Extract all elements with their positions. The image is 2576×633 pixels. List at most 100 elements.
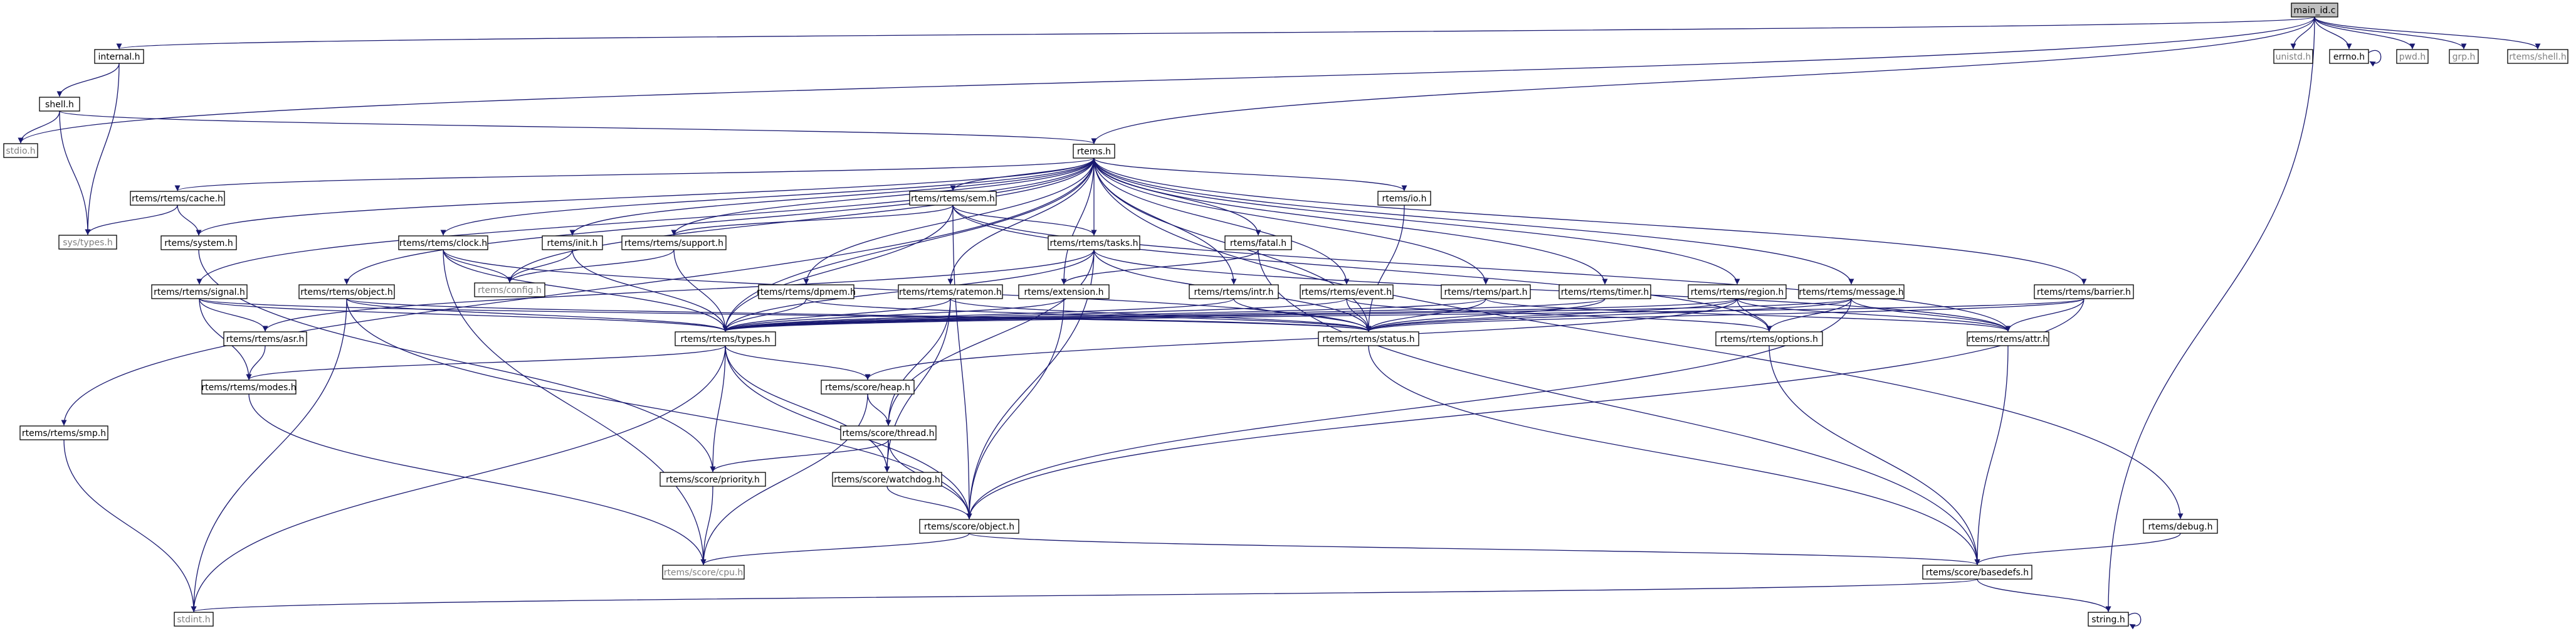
node-io[interactable]: rtems/io.h xyxy=(1377,191,1431,206)
node-tasks[interactable]: rtems/rtems/tasks.h xyxy=(1048,235,1140,250)
node-box[interactable] xyxy=(1715,331,1823,346)
node-watchdog[interactable]: rtems/score/watchdog.h xyxy=(832,472,942,487)
node-pwd[interactable]: pwd.h xyxy=(2396,49,2429,64)
node-object[interactable]: rtems/rtems/object.h xyxy=(298,284,395,299)
node-timer[interactable]: rtems/rtems/timer.h xyxy=(1559,284,1651,299)
node-box[interactable] xyxy=(840,425,937,440)
node-stdint[interactable]: stdint.h xyxy=(174,612,214,627)
node-box[interactable] xyxy=(94,49,144,64)
node-box[interactable] xyxy=(675,331,776,346)
node-rtemsh[interactable]: rtems.h xyxy=(1073,144,1115,159)
node-box[interactable] xyxy=(1018,284,1110,299)
node-part[interactable]: rtems/rtems/part.h xyxy=(1441,284,1531,299)
node-box[interactable] xyxy=(1441,284,1531,299)
node-box[interactable] xyxy=(2329,49,2369,64)
node-box[interactable] xyxy=(1073,144,1115,159)
node-box[interactable] xyxy=(2273,49,2313,64)
node-scoreobject[interactable]: rtems/score/object.h xyxy=(919,519,1019,534)
node-box[interactable] xyxy=(898,284,1003,299)
node-thread[interactable]: rtems/score/thread.h xyxy=(840,425,937,440)
node-box[interactable] xyxy=(1377,191,1431,206)
node-box[interactable] xyxy=(2396,49,2429,64)
node-box[interactable] xyxy=(1300,284,1394,299)
node-heap[interactable]: rtems/score/heap.h xyxy=(821,380,915,395)
node-message[interactable]: rtems/rtems/message.h xyxy=(1798,284,1905,299)
node-stringh[interactable]: string.h xyxy=(2088,612,2129,627)
node-fatal[interactable]: rtems/fatal.h xyxy=(1224,235,1292,250)
node-options[interactable]: rtems/rtems/options.h xyxy=(1715,331,1823,346)
node-box[interactable] xyxy=(19,425,108,440)
node-box[interactable] xyxy=(1048,235,1140,250)
node-event[interactable]: rtems/rtems/event.h xyxy=(1300,284,1394,299)
node-region[interactable]: rtems/rtems/region.h xyxy=(1688,284,1787,299)
node-box[interactable] xyxy=(174,612,214,627)
node-extension[interactable]: rtems/extension.h xyxy=(1018,284,1110,299)
node-box[interactable] xyxy=(662,565,745,580)
node-dpmem[interactable]: rtems/rtems/dpmem.h xyxy=(757,284,856,299)
node-attr[interactable]: rtems/rtems/attr.h xyxy=(1967,331,2049,346)
node-box[interactable] xyxy=(542,235,603,250)
node-box[interactable] xyxy=(160,235,237,250)
node-asr[interactable]: rtems/rtems/asr.h xyxy=(223,331,307,346)
node-box[interactable] xyxy=(2449,49,2479,64)
node-system[interactable]: rtems/system.h xyxy=(160,235,237,250)
node-box[interactable] xyxy=(3,143,38,158)
node-box[interactable] xyxy=(1922,565,2032,580)
node-box[interactable] xyxy=(201,380,297,395)
node-box[interactable] xyxy=(1688,284,1787,299)
node-intr[interactable]: rtems/rtems/intr.h xyxy=(1189,284,1279,299)
node-status[interactable]: rtems/rtems/status.h xyxy=(1318,331,1419,346)
node-box[interactable] xyxy=(151,284,248,299)
node-basedefs[interactable]: rtems/score/basedefs.h xyxy=(1922,565,2032,580)
node-barrier[interactable]: rtems/rtems/barrier.h xyxy=(2034,284,2134,299)
node-config[interactable]: rtems/config.h xyxy=(474,282,545,297)
node-box[interactable] xyxy=(1189,284,1279,299)
node-box[interactable] xyxy=(621,235,727,250)
node-priority[interactable]: rtems/score/priority.h xyxy=(660,472,766,487)
node-box[interactable] xyxy=(1967,331,2049,346)
node-cache[interactable]: rtems/rtems/cache.h xyxy=(130,191,225,206)
node-box[interactable] xyxy=(58,235,117,250)
node-box[interactable] xyxy=(39,97,80,112)
node-box[interactable] xyxy=(2143,519,2218,534)
node-modes[interactable]: rtems/rtems/modes.h xyxy=(201,380,297,395)
node-main-id[interactable]: main_id.c xyxy=(2291,3,2338,18)
node-debug[interactable]: rtems/debug.h xyxy=(2143,519,2218,534)
node-smp[interactable]: rtems/rtems/smp.h xyxy=(19,425,108,440)
node-box[interactable] xyxy=(298,284,395,299)
node-box[interactable] xyxy=(130,191,225,206)
node-box[interactable] xyxy=(474,282,545,297)
node-box[interactable] xyxy=(1318,331,1419,346)
node-rshell[interactable]: rtems/shell.h xyxy=(2507,49,2568,64)
node-box[interactable] xyxy=(398,235,488,250)
node-box[interactable] xyxy=(223,331,307,346)
node-box[interactable] xyxy=(1224,235,1292,250)
node-ratemon[interactable]: rtems/rtems/ratemon.h xyxy=(898,284,1003,299)
node-box[interactable] xyxy=(1559,284,1651,299)
node-box[interactable] xyxy=(821,380,915,395)
node-stdio[interactable]: stdio.h xyxy=(3,143,38,158)
node-internal[interactable]: internal.h xyxy=(94,49,144,64)
node-support[interactable]: rtems/rtems/support.h xyxy=(621,235,727,250)
node-box[interactable] xyxy=(660,472,766,487)
node-sem[interactable]: rtems/rtems/sem.h xyxy=(909,191,997,206)
node-signal[interactable]: rtems/rtems/signal.h xyxy=(151,284,248,299)
node-init[interactable]: rtems/init.h xyxy=(542,235,603,250)
node-box[interactable] xyxy=(832,472,942,487)
node-unistd[interactable]: unistd.h xyxy=(2273,49,2313,64)
node-box[interactable] xyxy=(919,519,1019,534)
node-box[interactable] xyxy=(909,191,997,206)
node-types[interactable]: rtems/rtems/types.h xyxy=(675,331,776,346)
node-box[interactable] xyxy=(2291,3,2338,18)
node-box[interactable] xyxy=(2088,612,2129,627)
node-shell[interactable]: shell.h xyxy=(39,97,80,112)
node-box[interactable] xyxy=(2507,49,2568,64)
node-box[interactable] xyxy=(1798,284,1905,299)
node-box[interactable] xyxy=(2034,284,2134,299)
node-grp[interactable]: grp.h xyxy=(2449,49,2479,64)
node-box[interactable] xyxy=(758,284,854,299)
node-clock[interactable]: rtems/rtems/clock.h xyxy=(398,235,488,250)
node-errno[interactable]: errno.h xyxy=(2329,49,2369,64)
node-cpu[interactable]: rtems/score/cpu.h xyxy=(662,565,745,580)
node-systypes[interactable]: sys/types.h xyxy=(58,235,117,250)
